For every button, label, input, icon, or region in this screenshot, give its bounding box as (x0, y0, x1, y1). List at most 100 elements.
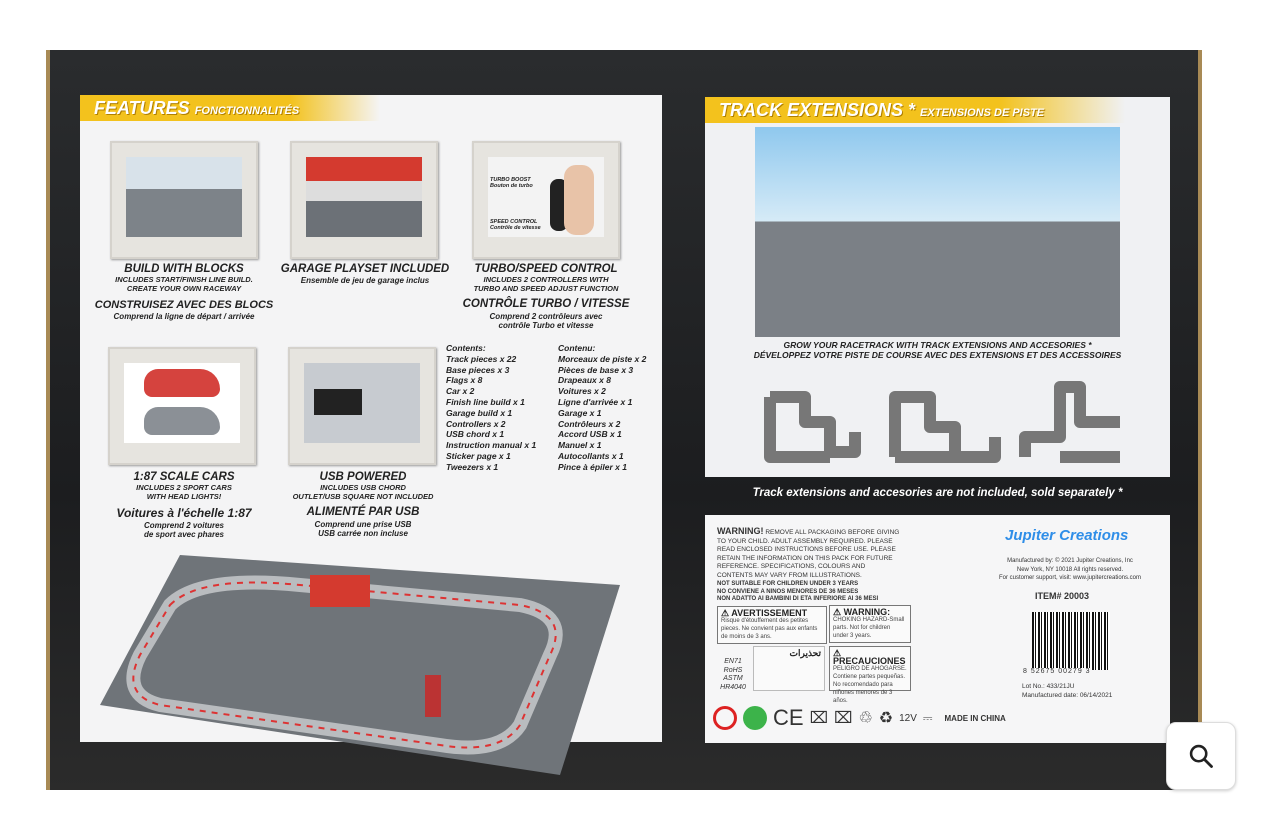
build-text: BUILD WITH BLOCKS INCLUDES START/FINISH … (95, 263, 273, 322)
extensions-line1: GROW YOUR RACETRACK WITH TRACK EXTENSION… (783, 340, 1092, 350)
prec-text: PELIGRO DE AHOGARSE. Contiene partes peq… (833, 666, 907, 704)
contents-item: USB chord x 1 (446, 429, 505, 440)
lot-number: Lot No.: 433/21JU (1022, 683, 1075, 690)
cars-heading-fr: Voitures à l'échelle 1:87 (116, 506, 252, 521)
extensions-line2: DÉVELOPPEZ VOTRE PISTE DE COURSE AVEC DE… (753, 349, 1122, 360)
item-number: ITEM# 20003 (1035, 591, 1090, 601)
manufactured-date: Manufactured date: 06/14/2021 (1022, 691, 1113, 699)
arabic-title: تحذيرات (789, 648, 821, 658)
turbo-sub2: TURBO AND SPEED ADJUST FUNCTION (473, 283, 619, 293)
build-sub2: CREATE YOUR OWN RACEWAY (126, 283, 242, 293)
contents-item: Controllers x 2 (446, 418, 506, 429)
features-panel: FEATURES fonctionnalités TURBO BOOSTBout… (80, 95, 662, 775)
contents-item: Car x 2 (446, 386, 475, 397)
mfr-line2: New York, NY 10018 All rights reserved. (1016, 566, 1124, 573)
extensions-title-fr: EXTENSIONS DE PISTE (920, 107, 1045, 119)
barcode (1032, 612, 1110, 670)
turbo-heading-fr: CONTRÔLE TURBO / VITESSE (462, 298, 630, 311)
green-dot-icon (743, 706, 767, 730)
speed-control-fr: Contrôle de vitesse (490, 225, 541, 232)
turbo-boost-label: TURBO BOOST (490, 177, 531, 183)
contents-item: Garage x 1 (558, 407, 602, 418)
choking-warning-label: ⚠ WARNING:CHOKING HAZARD-Small parts. No… (829, 605, 911, 643)
warning-text: REMOVE ALL PACKAGING BEFORE GIVING TO YO… (717, 529, 900, 579)
usb-heading-fr: ALIMENTÉ PAR USB (306, 506, 420, 519)
track-extensions-panel: TRACK EXTENSIONS * EXTENSIONS DE PISTE G… (705, 97, 1170, 477)
speed-control-label: SPEED CONTROL (490, 219, 538, 225)
usb-text: USB POWERED INCLUDES USB CHORD OUTLET/US… (275, 471, 451, 538)
weee-bin-icon: ⌧ (809, 710, 828, 727)
track-shapes (764, 381, 1120, 463)
avert-title: AVERTISSEMENT (731, 608, 808, 618)
mfr-line1: Manufactured by: © 2021 Jupiter Creation… (1007, 558, 1133, 564)
warn-title: WARNING: (843, 607, 891, 617)
arabic-warning-label: تحذيرات (753, 646, 825, 691)
cert-mark: HR4040 (720, 683, 746, 691)
usb-sub2: OUTLET/USB SQUARE NOT INCLUDED (292, 491, 434, 501)
prec-title: PRECAUCIONES (833, 656, 906, 666)
contents-item: Morceaux de piste x 2 (558, 353, 647, 364)
jupiter-creations-logo: Jupiter Creations (1005, 527, 1129, 544)
warn-text: CHOKING HAZARD-Small parts. Not for chil… (833, 617, 905, 639)
made-in-china: MADE IN CHINA (944, 713, 1006, 723)
garage-heading: GARAGE PLAYSET INCLUDED (280, 263, 450, 275)
contents-item: Contrôleurs x 2 (558, 418, 621, 429)
contents-item: Ligne d'arrivée x 1 (558, 396, 633, 407)
extensions-header: TRACK EXTENSIONS * EXTENSIONS DE PISTE (705, 97, 1125, 123)
contents-item: Track pieces x 22 (446, 353, 517, 364)
cars-sub-fr2: de sport avec phares (143, 530, 225, 540)
contents-item: Garage build x 1 (446, 407, 513, 418)
contents-item: Tweezers x 1 (446, 461, 499, 472)
age-es: NO CONVIENE A NINOS MENORES DE 36 MESES (717, 588, 859, 595)
turbo-sub1: INCLUDES 2 CONTROLLERS WITH (483, 275, 609, 285)
barcode-number: 8 52675 00279 3 (1023, 668, 1091, 677)
warning-block: WARNING! REMOVE ALL PACKAGING BEFORE GIV… (717, 527, 902, 581)
contents-item: Base pieces x 3 (446, 364, 510, 375)
tidyman-icon: ♻ (878, 710, 894, 727)
contents-item: Voitures x 2 (558, 386, 606, 397)
extensions-disclaimer: Track extensions and accesories are not … (752, 487, 1123, 499)
cars-sub-fr1: Comprend 2 voitures (143, 521, 224, 531)
contents-item: Autocollants x 1 (558, 450, 624, 461)
manufacturer-info: Manufactured by: © 2021 Jupiter Creation… (975, 557, 1165, 583)
garage-text: GARAGE PLAYSET INCLUDED Ensemble de jeu … (275, 263, 455, 285)
magnifier-icon (1189, 744, 1213, 768)
contents-item: Instruction manual x 1 (446, 440, 537, 451)
contents-item: Sticker page x 1 (446, 450, 511, 461)
racetrack-image (100, 555, 620, 775)
turbo-sub-fr1: Comprend 2 contrôleurs avec (489, 311, 603, 321)
contents-item: Pièces de base x 3 (558, 364, 634, 375)
weee-crossed-icon: ⌧ (834, 710, 853, 727)
usb-sub1: INCLUDES USB CHORD (320, 483, 406, 493)
dc-icon: ⎓ (922, 710, 933, 725)
cars-heading: 1:87 SCALE CARS (133, 471, 235, 483)
features-title-fr: fonctionnalités (194, 105, 300, 117)
contents-item: Pince à épiler x 1 (558, 461, 627, 472)
build-blocks-image (110, 141, 258, 259)
cert-mark: EN71 (724, 658, 742, 665)
age-en: NOT SUITABLE FOR CHILDREN UNDER 3 YEARS (717, 581, 859, 587)
recycle-icon: ♲ (858, 710, 873, 727)
build-sub-fr: Comprend la ligne de départ / arrivée (113, 312, 255, 322)
contenu-title: Contenu: (558, 343, 596, 353)
cert-mark: ASTM (723, 675, 743, 683)
age-it: NON ADATTO AI BAMBINI DI ETA INFERIORE A… (717, 596, 879, 602)
turbo-heading: TURBO/SPEED CONTROL (474, 263, 618, 275)
features-header: FEATURES fonctionnalités (80, 95, 380, 121)
usb-sub-fr1: Comprend une prise USB (314, 519, 412, 529)
avert-text: Risque d'étouffement des petites pieces.… (721, 618, 818, 640)
contents-item: Flags x 8 (446, 375, 483, 386)
warning-title: WARNING! (717, 526, 764, 536)
usb-sub-fr2: USB carrée non incluse (318, 528, 408, 538)
mfr-line3: For customer support, visit: www.jupiter… (998, 575, 1142, 581)
contents-title: Contents: (446, 343, 486, 353)
cars-sub1: INCLUDES 2 SPORT CARS (136, 483, 232, 493)
zoom-button[interactable] (1166, 722, 1236, 790)
usb-heading: USB POWERED (319, 471, 407, 483)
extended-track-image (755, 127, 1120, 337)
contents-item: Accord USB x 1 (558, 429, 622, 440)
